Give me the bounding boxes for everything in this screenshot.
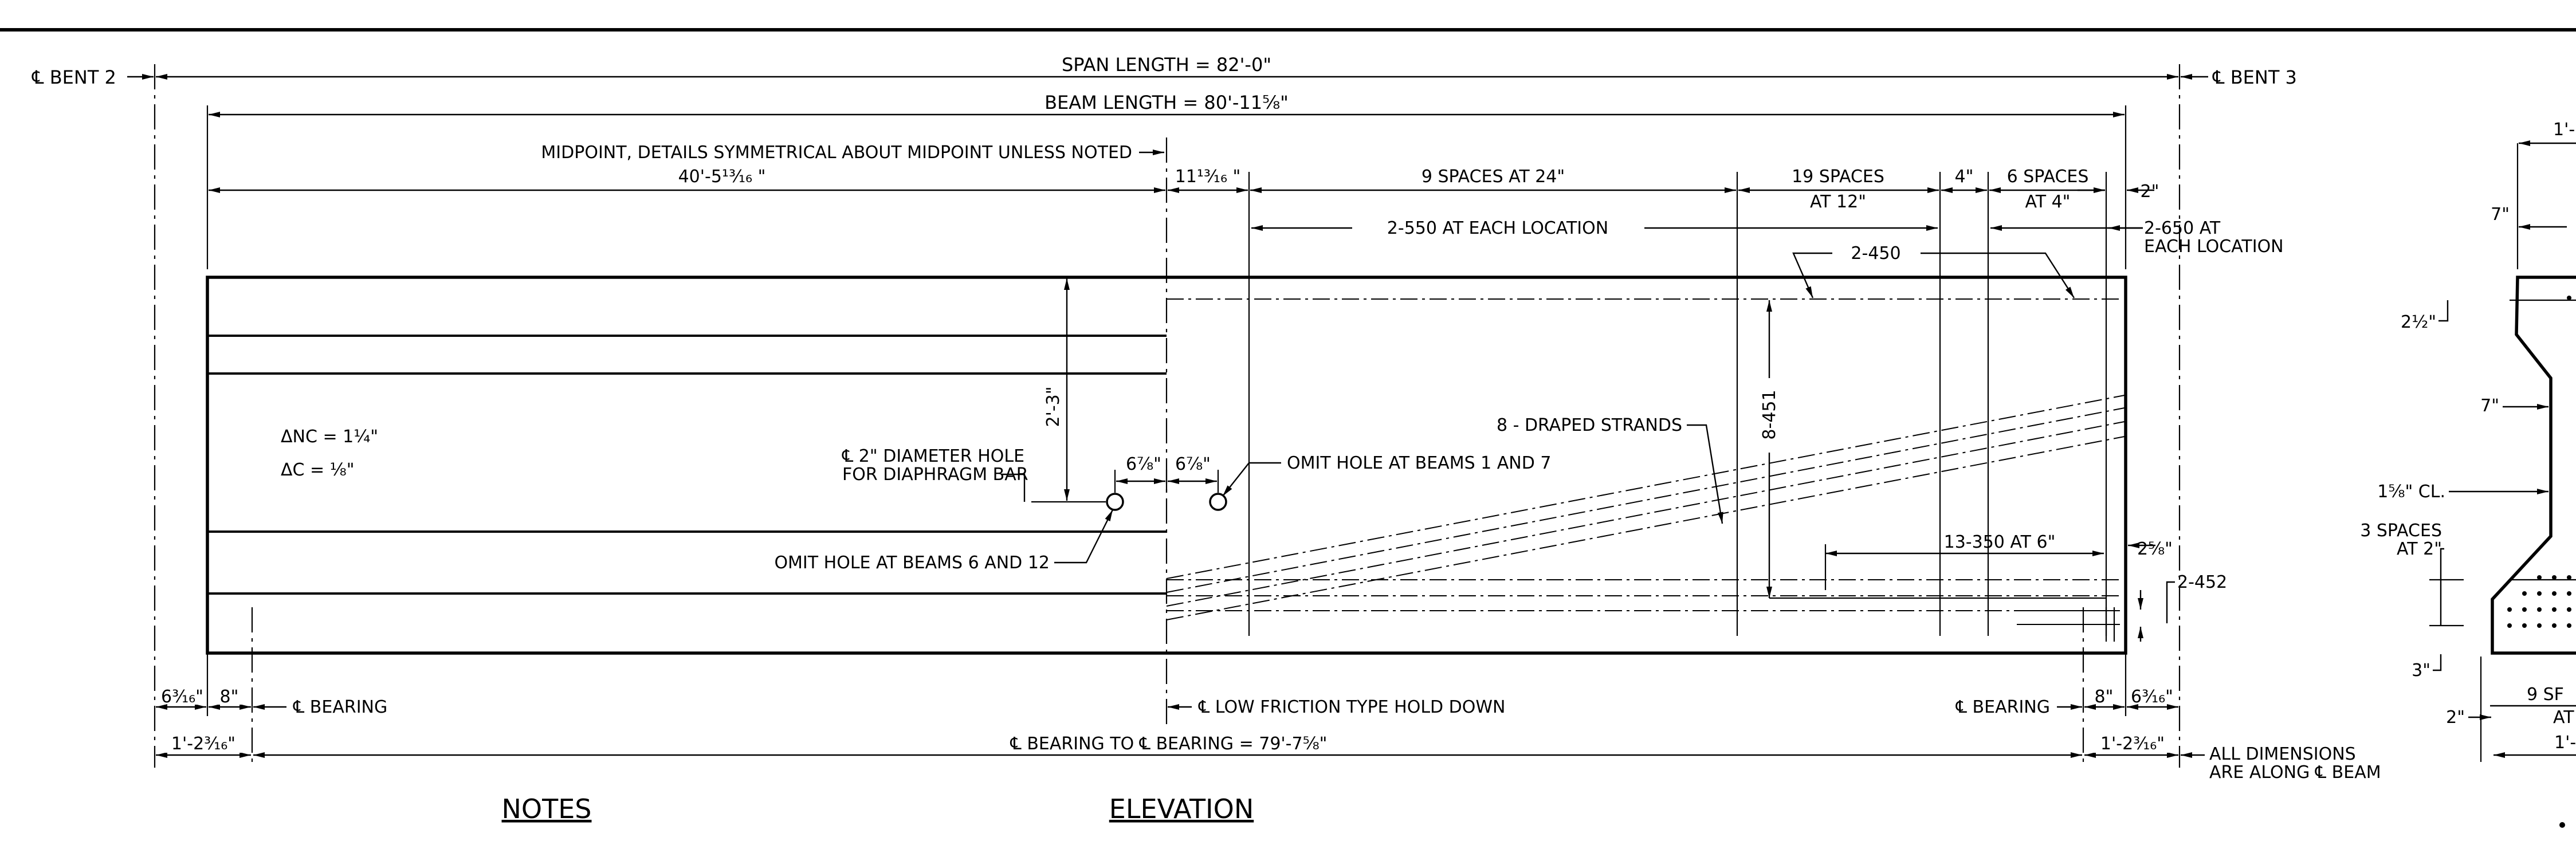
dim-11-13-16: 11¹³⁄₁₆ " — [1175, 167, 1241, 187]
draped-strands-label: 8 - DRAPED STRANDS — [1497, 415, 1682, 435]
dim-6-7-8-b: 6⅞" — [1175, 454, 1211, 474]
midpoint-note: MIDPOINT, DETAILS SYMMETRICAL ABOUT MIDP… — [541, 143, 1132, 163]
all-dims-label-1: ALL DIMENSIONS — [2209, 744, 2356, 764]
cl-bearing-right-label: ℄ BEARING — [1955, 697, 2050, 717]
delta-c-label: ΔC = ⅛" — [281, 460, 355, 480]
dim-6-3-16-left: 6³⁄₁₆" — [161, 687, 203, 707]
dim-1-2-3-16-left: 1'-2³⁄₁₆" — [171, 734, 235, 754]
dim-1-2-3-16-right: 1'-2³⁄₁₆" — [2100, 734, 2165, 754]
cl-bent-2-label: ℄ BENT 2 — [32, 66, 116, 88]
hole-note-1: ℄ 2" DIAMETER HOLE — [842, 446, 1024, 466]
dim-8-left: 8" — [220, 687, 239, 707]
nineteen-spaces-label-2: AT 12" — [1810, 192, 1866, 212]
dim-6-3-16-right: 6³⁄₁₆" — [2131, 687, 2173, 707]
span-length-label: SPAN LENGTH = 82'-0" — [1062, 54, 1271, 76]
bars-451-label: 8-451 — [1760, 390, 1780, 439]
section-dim-7b: 7" — [2480, 396, 2499, 416]
section-three-spaces-2: AT 2" — [2397, 539, 2442, 559]
elevation-title: ELEVATION — [1109, 793, 1254, 824]
beam-length-label: BEAM LENGTH = 80'-11⅝" — [1044, 92, 1289, 113]
cl-bent-3-label: ℄ BENT 3 — [2212, 66, 2297, 88]
omit-hole-6-12: OMIT HOLE AT BEAMS 6 AND 12 — [774, 553, 1050, 573]
dim-8-right: 8" — [2095, 687, 2114, 707]
section-strand-dots — [2507, 296, 2571, 628]
dim-2in: 2" — [2141, 182, 2159, 202]
all-dims-label-2: ARE ALONG ℄ BEAM — [2209, 763, 2381, 783]
dim-2-5-8: 2⅝" — [2137, 539, 2173, 559]
nine-spaces-label: 9 SPACES AT 24" — [1421, 167, 1565, 187]
bottom-dims — [156, 653, 2205, 758]
section-dim-2b: 2" — [2446, 708, 2465, 728]
notes-title: NOTES — [502, 793, 592, 824]
omit-hole-1-7: OMIT HOLE AT BEAMS 1 AND 7 — [1287, 453, 1551, 473]
section-bottom-dim: 1'- — [2554, 733, 2576, 753]
diaphragm-hole-left — [1106, 493, 1124, 511]
dim-6-7-8-a: 6⅞" — [1126, 454, 1161, 474]
draped-strands — [1166, 395, 2125, 620]
centerlines — [154, 64, 2181, 768]
cl-bearing-left-label: ℄ BEARING — [293, 697, 387, 717]
bars-650-label-2: EACH LOCATION — [2144, 237, 2284, 257]
section-dim-3: 3" — [2412, 661, 2430, 681]
section-nine-spaces-2: AT — [2553, 708, 2574, 728]
dim-4in: 4" — [1955, 167, 1974, 187]
bearing-to-bearing-label: ℄ BEARING TO ℄ BEARING = 79'-7⅝" — [1010, 734, 1328, 754]
diaphragm-hole-right — [1209, 493, 1227, 511]
hole-note-2: FOR DIAPHRAGM BAR — [842, 465, 1028, 485]
section-clear-cover: 1⅝" CL. — [2377, 482, 2445, 502]
section-dim-7: 7" — [2491, 205, 2510, 225]
straight-strands — [1167, 298, 2120, 642]
delta-nc-label: ΔNC = 1¼" — [281, 427, 378, 447]
six-spaces-label-1: 6 SPACES — [2007, 167, 2089, 187]
low-friction-label: ℄ LOW FRICTION TYPE HOLD DOWN — [1198, 697, 1506, 717]
bars-650-label-1: 2-650 AT — [2144, 218, 2221, 238]
section-nine-spaces-1: 9 SF — [2527, 685, 2564, 705]
bars-450-label: 2-450 — [1851, 243, 1900, 264]
section-three-spaces-1: 3 SPACES — [2360, 521, 2442, 541]
half-length-label: 40'-5¹³⁄₁₆ " — [678, 167, 766, 187]
section-top-dim: 1'- — [2553, 120, 2575, 140]
nineteen-spaces-label-1: 19 SPACES — [1792, 167, 1884, 187]
bars-350-label: 13-350 AT 6" — [1944, 532, 2056, 552]
six-spaces-label-2: AT 4" — [2025, 192, 2071, 212]
bars-550-label: 2-550 AT EACH LOCATION — [1387, 218, 1608, 238]
beam-section-partial — [2480, 140, 2576, 762]
bars-452-label: 2-452 — [2177, 572, 2227, 592]
stirrup-spacing-dims — [1168, 172, 2154, 636]
section-dim-2-half: 2½" — [2401, 312, 2436, 332]
dim-2-3: 2'-3" — [1043, 386, 1063, 427]
